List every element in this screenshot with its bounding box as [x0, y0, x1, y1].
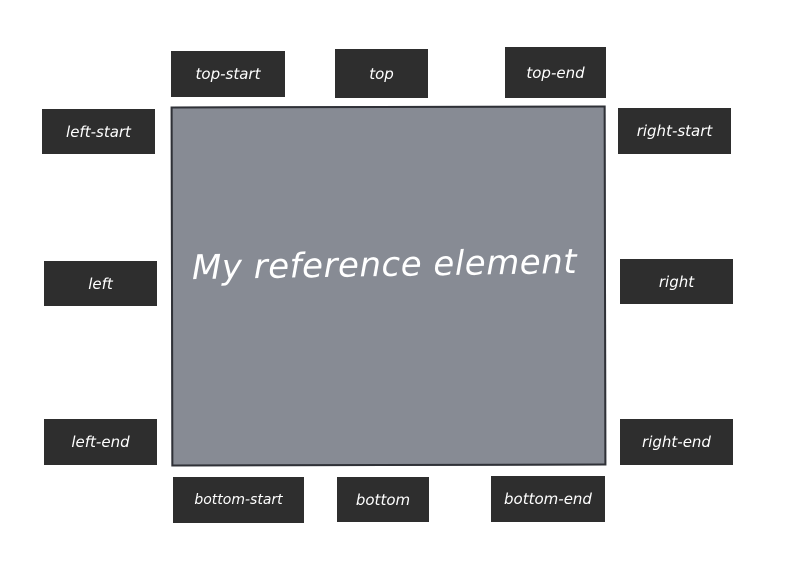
- tag-bottom-start-label: bottom-start: [194, 492, 283, 508]
- tag-top-label: top: [369, 64, 394, 83]
- tag-top-end: top-end: [505, 47, 606, 98]
- tag-left-start-label: left-start: [66, 122, 131, 141]
- tag-top-end-label: top-end: [526, 63, 585, 82]
- tag-left: left: [44, 261, 157, 306]
- tag-bottom: bottom: [337, 477, 429, 522]
- tag-left-end-label: left-end: [71, 433, 130, 451]
- tag-left-end: left-end: [44, 419, 157, 465]
- reference-element-label: My reference element: [191, 241, 578, 289]
- tag-bottom-end: bottom-end: [491, 476, 605, 522]
- tag-left-label: left: [88, 274, 113, 293]
- tag-bottom-label: bottom: [355, 490, 411, 509]
- tag-left-start: left-start: [42, 109, 155, 154]
- tag-right-label: right: [658, 272, 695, 291]
- tag-right-end: right-end: [620, 419, 733, 465]
- tag-right: right: [620, 259, 733, 304]
- tag-right-start-label: right-start: [636, 122, 713, 140]
- tag-top-start-label: top-start: [195, 65, 261, 83]
- tag-bottom-end-label: bottom-end: [504, 490, 592, 508]
- tag-right-start: right-start: [618, 108, 731, 154]
- tag-bottom-start: bottom-start: [173, 477, 304, 523]
- tag-top-start: top-start: [171, 51, 285, 97]
- reference-element-box: My reference element: [170, 105, 607, 467]
- tag-top: top: [335, 49, 428, 98]
- tag-right-end-label: right-end: [642, 433, 711, 451]
